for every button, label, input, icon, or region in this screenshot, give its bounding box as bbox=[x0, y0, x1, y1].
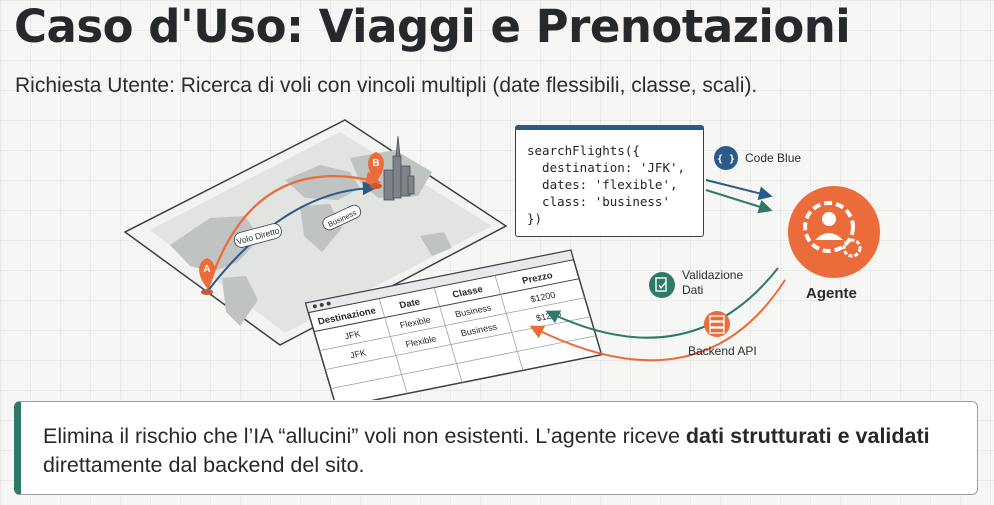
gear-person-icon bbox=[788, 186, 880, 278]
svg-text:B: B bbox=[372, 158, 379, 169]
page-subtitle: Richiesta Utente: Ricerca di voli con vi… bbox=[15, 74, 758, 97]
map-pin-icon-a: A bbox=[199, 258, 215, 295]
code-line: destination: 'JFK', bbox=[527, 160, 686, 175]
callout-text: Elimina il rischio che l’IA “allucini” v… bbox=[43, 424, 686, 448]
server-icon bbox=[704, 311, 730, 337]
page-title: Caso d'Uso: Viaggi e Prenotazioni bbox=[14, 0, 851, 53]
code-line: }) bbox=[527, 211, 543, 226]
table-cell: $1200 bbox=[529, 290, 556, 304]
route-direct-line bbox=[206, 181, 377, 293]
agent-label: Agente bbox=[806, 285, 857, 302]
table-cell: JFK bbox=[343, 329, 362, 342]
skyline-icon bbox=[383, 135, 415, 201]
svg-text:{ }: { } bbox=[717, 154, 735, 165]
document-check-icon bbox=[649, 272, 675, 298]
flight-search-illustration: Volo Diretto Business A B bbox=[123, 119, 880, 400]
results-table: Destinazione Date Classe Prezzo JFK Flex… bbox=[304, 249, 603, 400]
callout-text-end: direttamente dal backend del sito. bbox=[43, 453, 365, 477]
table-cell: JFK bbox=[349, 348, 368, 361]
validation-label-line2: Dati bbox=[682, 283, 704, 297]
map-pin-icon-b: B bbox=[368, 152, 384, 189]
callout-bold-text: dati strutturati e validati bbox=[685, 424, 930, 448]
code-blue-label: Code Blue bbox=[745, 151, 802, 165]
code-line: dates: 'flexible', bbox=[527, 177, 678, 192]
flow-arrow-teal-top bbox=[705, 189, 773, 214]
flow-arrow-orange-return bbox=[529, 279, 786, 362]
code-line: class: 'business' bbox=[527, 194, 670, 209]
table-header-date: Date bbox=[398, 297, 421, 312]
code-brackets-icon: { } bbox=[714, 146, 738, 170]
flow-arrow-blue bbox=[705, 179, 773, 201]
validation-label-line1: Validazione bbox=[682, 268, 744, 282]
route-business-line bbox=[205, 171, 381, 293]
search-flights-code-snippet: searchFlights({ destination: 'JFK', date… bbox=[515, 125, 704, 237]
code-line: searchFlights({ bbox=[527, 143, 640, 158]
flow-arrow-teal-return bbox=[545, 267, 779, 339]
backend-label: Backend API bbox=[688, 344, 757, 358]
info-callout: Elimina il rischio che l’IA “allucini” v… bbox=[14, 401, 978, 495]
svg-text:A: A bbox=[203, 264, 210, 275]
